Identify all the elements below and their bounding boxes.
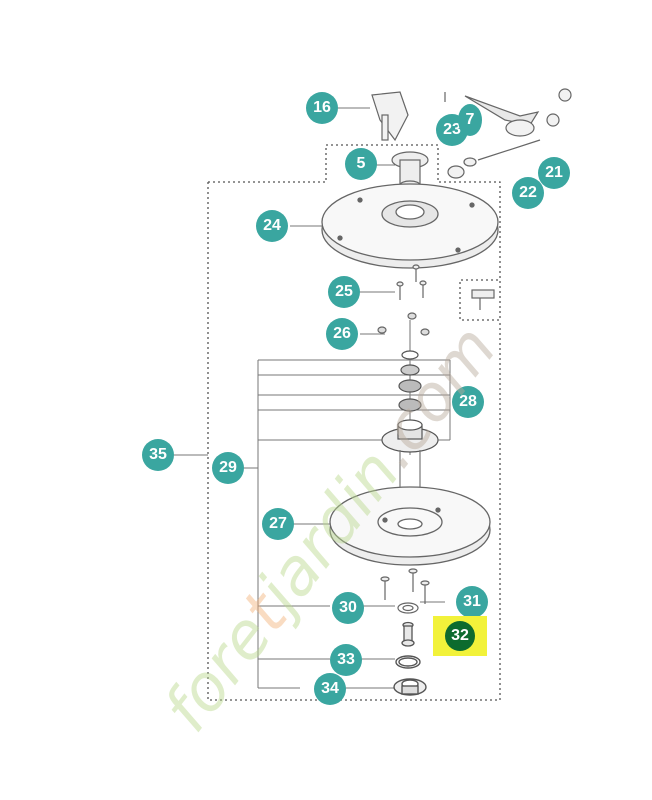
bearing-stack	[381, 320, 439, 492]
assembly-dotted-outlines	[207, 144, 501, 701]
callout-26: 26	[326, 318, 358, 350]
callout-34: 34	[314, 673, 346, 705]
callout-28: 28	[452, 386, 484, 418]
callout-5: 5	[345, 148, 377, 180]
callout-33: 33	[330, 644, 362, 676]
callout-35: 35	[142, 439, 174, 471]
leader-lines	[174, 107, 451, 689]
callout-27: 27	[262, 508, 294, 540]
screws-25	[396, 264, 495, 310]
callout-25: 25	[328, 276, 360, 308]
top-linkage-parts	[371, 88, 572, 179]
callout-29: 29	[212, 452, 244, 484]
nuts-26	[377, 312, 430, 336]
callout-7: 7	[458, 104, 482, 136]
callout-30: 30	[332, 592, 364, 624]
callout-22: 22	[512, 177, 544, 209]
callout-31: 31	[456, 586, 488, 618]
ring-and-cup	[393, 655, 427, 696]
callout-21: 21	[538, 157, 570, 189]
callout-16: 16	[306, 92, 338, 124]
callout-24: 24	[256, 210, 288, 242]
lower-plate	[329, 486, 491, 566]
upper-plate	[321, 183, 499, 269]
screw-32	[401, 621, 415, 647]
bolts-and-washer	[380, 568, 430, 614]
callout-32-highlighted: 32	[445, 621, 475, 651]
